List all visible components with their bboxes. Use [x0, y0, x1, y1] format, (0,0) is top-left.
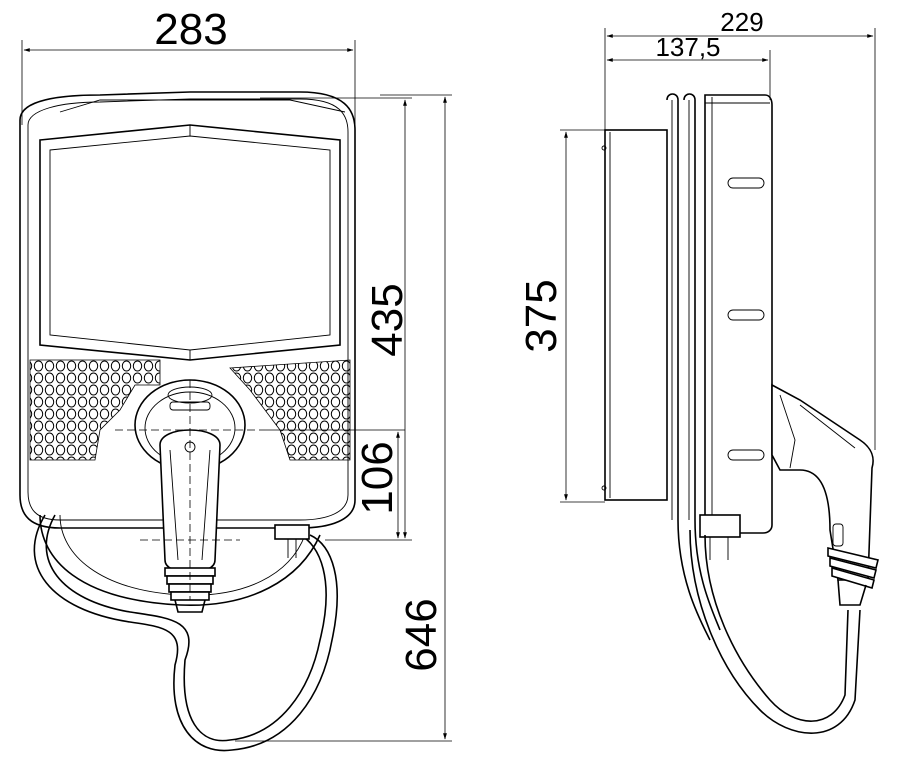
front-view: 283 435 106 646 — [19, 5, 452, 752]
side-cable — [689, 529, 861, 734]
side-back-plate — [604, 129, 668, 501]
side-connector — [771, 383, 874, 581]
front-holster — [39, 514, 321, 606]
side-view: 229 137,5 375 — [517, 7, 879, 734]
side-rails — [666, 93, 711, 641]
side-plug-ribs — [827, 546, 879, 606]
side-front-housing — [704, 94, 773, 534]
dim-label-106: 106 — [353, 441, 402, 514]
front-housing — [19, 91, 356, 529]
dim-label-435: 435 — [363, 283, 412, 356]
front-grille-right — [229, 359, 351, 461]
dim-label-375: 375 — [517, 279, 566, 352]
dim-label-283: 283 — [154, 5, 227, 54]
front-display-frame — [39, 124, 341, 361]
dim-label-646: 646 — [397, 598, 446, 671]
side-slot — [727, 177, 765, 189]
front-cable — [45, 514, 327, 742]
front-grille-left — [29, 359, 161, 461]
front-cable-gland — [274, 524, 310, 540]
dim-label-137-5: 137,5 — [655, 32, 720, 62]
dim-label-229: 229 — [720, 7, 763, 37]
